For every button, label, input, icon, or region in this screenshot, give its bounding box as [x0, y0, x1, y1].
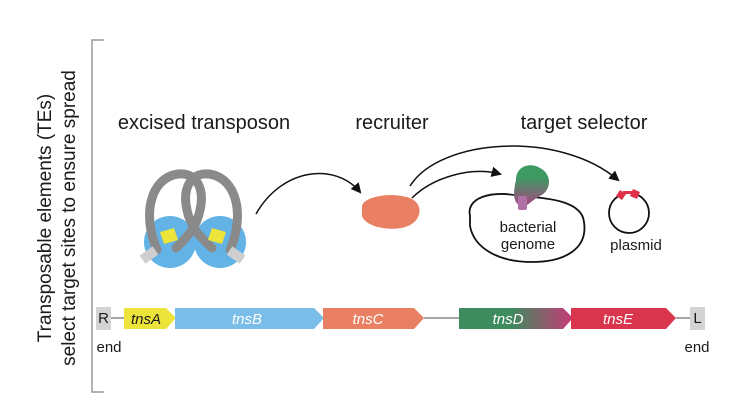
bacterial-genome-icon: [468, 165, 586, 263]
left-end-word: end: [684, 339, 709, 356]
gene-tnsE-label: tnsE: [603, 311, 634, 328]
gene-tnsD-label: tnsD: [493, 311, 524, 328]
right-end-box: [96, 307, 111, 330]
excised-transposon-icon: [139, 169, 246, 268]
genome-label-line1: bacterial: [500, 219, 557, 236]
plasmid-label: plasmid: [610, 237, 662, 254]
recruiter-icon: [362, 195, 420, 229]
side-bracket: [91, 39, 104, 393]
excised-transposon-label: excised transposon: [118, 112, 290, 134]
gene-tnsC-label: tnsC: [353, 311, 384, 328]
gene-tnsA: [124, 308, 176, 329]
right-end-letter: R: [98, 310, 109, 327]
gene-tnsB-label: tnsB: [232, 311, 262, 328]
gene-tnsA-label: tnsA: [131, 311, 161, 328]
recruiter-label: recruiter: [355, 112, 429, 134]
genome-label-line2: genome: [501, 236, 555, 253]
left-end-box: [690, 307, 705, 330]
left-end-letter: L: [693, 310, 701, 327]
plasmid-icon: [608, 189, 650, 234]
gene-tnsB: [175, 308, 324, 329]
right-end-word: end: [96, 339, 121, 356]
gene-tnsE: [571, 308, 676, 329]
side-label-line2: select target sites to ensure spread: [59, 70, 80, 366]
gene-tnsD: [459, 308, 573, 329]
arrow-to-genome: [411, 166, 503, 199]
side-label-line1: Transposable elements (TEs): [35, 94, 56, 343]
operon-map: R tnsA tnsB tnsC tnsD tnsE L end end: [96, 307, 710, 356]
arrow-to-plasmid: [409, 145, 620, 187]
target-selector-label: target selector: [521, 112, 648, 134]
gene-tnsC: [323, 308, 424, 329]
arrow-to-recruiter: [255, 172, 362, 215]
